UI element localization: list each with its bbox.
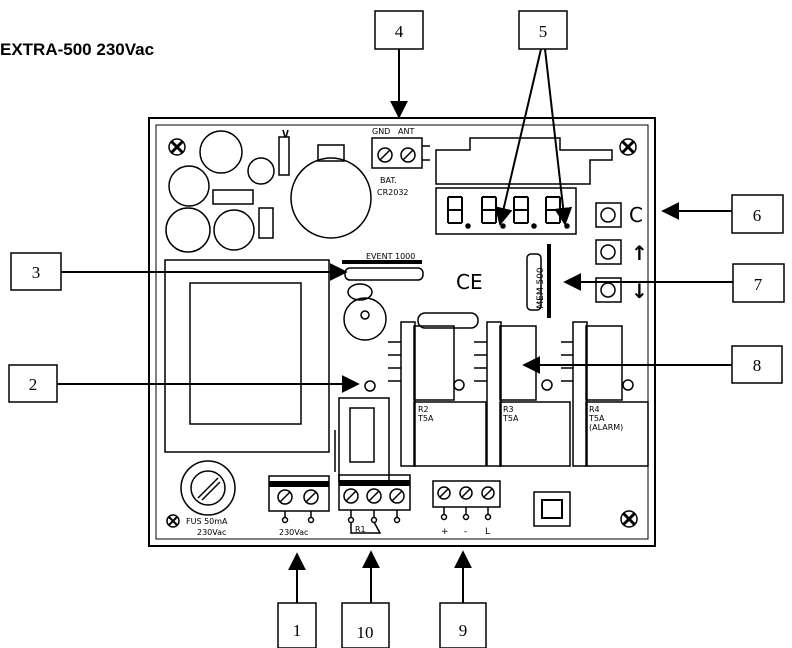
relay-r4-name: R4 [589,405,600,414]
gnd-label: GND [372,127,390,136]
svg-text:9: 9 [459,621,468,640]
relay-r3 [474,321,571,467]
svg-text:10: 10 [357,623,374,642]
relay-r4-rating: T5A [588,414,605,423]
supply-terminal [268,475,330,524]
callout-9: 9 [439,602,487,648]
relay-r2 [364,321,487,467]
antenna-terminal [371,137,430,169]
minus-label: - [464,527,467,537]
bat-label: BAT. [380,176,397,185]
relay-r4-alarm: (ALARM) [589,423,623,432]
callout-7: 7 [732,263,785,303]
mem-chip [526,244,551,318]
buzzer [343,283,387,341]
top-connector [435,137,613,185]
relay-r3-rating: T5A [502,414,519,423]
r1-label: R1 [355,525,366,534]
svg-text:5: 5 [539,22,548,41]
button-down-label: ↓ [631,279,648,303]
event-label: EVENT 1000 [366,252,415,261]
l-label: L [485,527,490,537]
relay-r2-name: R2 [418,405,429,414]
seven-segment-display [435,187,577,235]
svg-text:7: 7 [754,275,763,294]
button-c-label: C [629,203,643,227]
mem-label: MEM 500 [536,267,546,309]
leader-5b [544,48,573,226]
svg-text:8: 8 [753,356,762,375]
callout-5: 5 [518,10,568,50]
ce-mark: CE [456,270,483,294]
relay-r3-name: R3 [503,405,514,414]
button-up [595,239,622,265]
r1-terminal [338,474,411,534]
button-up-label: ↑ [631,241,648,265]
svg-text:2: 2 [29,375,38,394]
button-c [595,202,622,228]
capacitors [165,129,290,253]
diagram-title: EXTRA-500 230Vac [0,40,155,59]
callout-6: 6 [731,194,784,234]
callout-3: 3 [10,252,62,291]
screw-top-right [619,138,637,156]
svg-text:1: 1 [293,621,302,640]
power-output-terminal [432,480,501,521]
supply-voltage-label: 230Vac [279,528,308,537]
svg-text:6: 6 [753,206,762,225]
square-component [533,491,571,527]
fuse [180,460,236,516]
plus-label: + [441,527,449,537]
callout-2: 2 [8,364,58,403]
callout-8: 8 [731,345,783,384]
board-inner-outline [155,124,649,540]
fuse-label: FUS 50mA [186,517,228,526]
callout-10: 10 [341,602,390,648]
battery-cr2032 [290,144,372,239]
cr-label: CR2032 [377,188,409,197]
relay-r2-rating: T5A [417,414,434,423]
crystal [417,312,479,329]
transformer [164,259,330,453]
svg-text:3: 3 [32,263,41,282]
svg-text:4: 4 [395,22,404,41]
screw-bottom-left [166,514,180,528]
screw-top-left [168,138,186,156]
relay-r1 [334,397,390,483]
event-chip [342,260,424,281]
callout-4: 4 [374,10,424,50]
leader-5a [494,48,542,226]
relay-r4 [561,321,649,467]
screw-bottom-right [620,510,638,528]
callout-1: 1 [277,602,317,648]
fuse-voltage-label: 230Vac [197,528,226,537]
ant-label: ANT [398,127,414,136]
